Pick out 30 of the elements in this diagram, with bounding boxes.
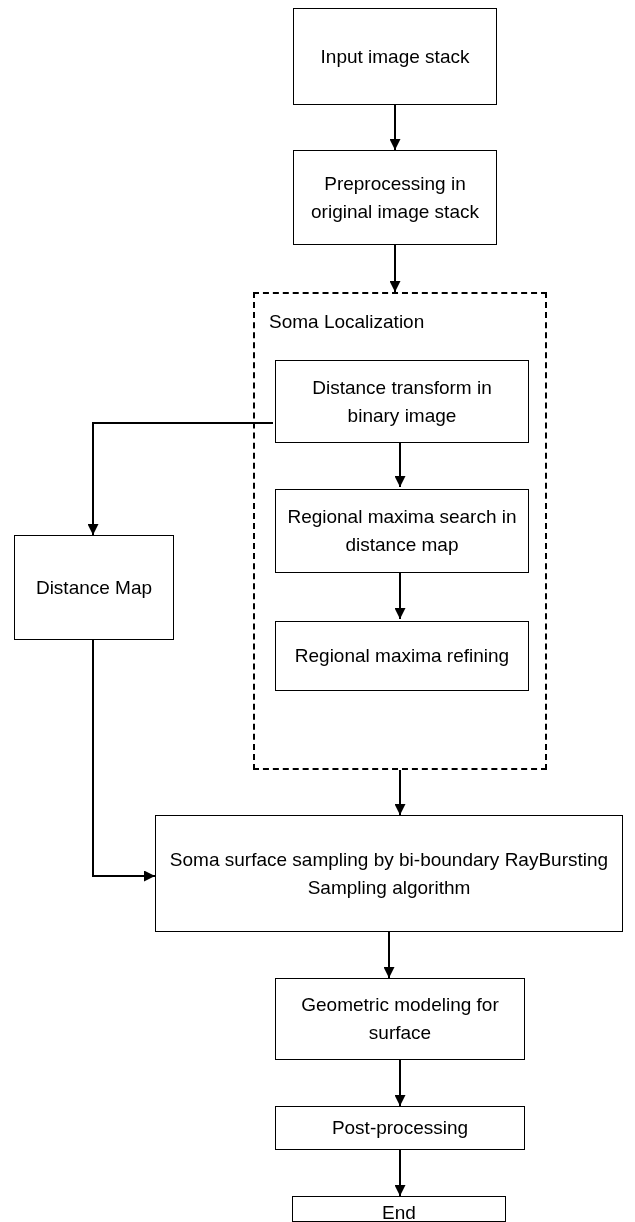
- arrow: [389, 104, 401, 151]
- group-heading: Soma Localization: [269, 310, 425, 334]
- arrow: [92, 639, 156, 882]
- arrow: [394, 769, 406, 816]
- arrow: [87, 422, 274, 536]
- process-label: Distance transform in binary image: [311, 375, 493, 428]
- process-box: [275, 978, 525, 1060]
- process-label: Post-processing: [331, 1116, 469, 1141]
- arrow: [394, 1059, 406, 1107]
- process-box: [293, 150, 497, 245]
- arrow: [389, 244, 401, 293]
- process-box: [292, 1196, 506, 1222]
- process-box: [275, 1106, 525, 1150]
- dashed-group-box: [253, 292, 547, 770]
- process-label: Geometric modeling for surface: [300, 993, 500, 1045]
- process-box: [275, 360, 529, 443]
- process-label: Input image stack: [320, 44, 470, 69]
- process-label: Soma surface sampling by bi-boundary RayBursting Sampling algorithm: [168, 847, 610, 900]
- process-box: [275, 621, 529, 691]
- process-box: [275, 489, 529, 573]
- process-box: [155, 815, 623, 932]
- arrow: [394, 1149, 406, 1197]
- process-label: Distance Map: [35, 575, 153, 600]
- process-label: Regional maxima search in distance map: [286, 505, 518, 557]
- arrow: [383, 931, 395, 979]
- process-label: End: [382, 1201, 416, 1222]
- process-label: Regional maxima refining: [294, 644, 510, 669]
- process-box: [14, 535, 174, 640]
- process-label: Preprocessing in original image stack: [310, 171, 480, 224]
- process-box: [293, 8, 497, 105]
